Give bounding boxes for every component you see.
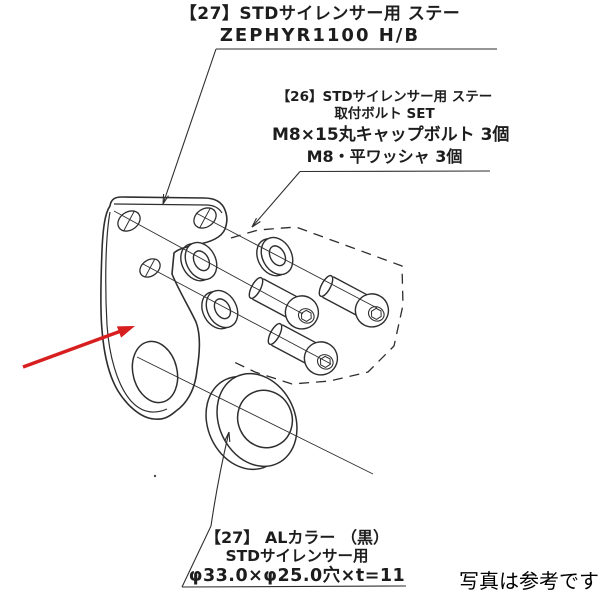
plate-hole-large	[131, 340, 179, 404]
collar-label: 【27】 ALカラー （黒） STDサイレンサー用 φ33.0×φ25.0穴×t…	[180, 528, 414, 586]
bolt-set-dashed-boundary	[230, 226, 404, 385]
bolt-set-label-line1: 【26】STDサイレンサー用 ステー	[276, 89, 493, 105]
stay-label-line1: 【27】STDサイレンサー用 ステー	[179, 4, 461, 24]
collar-label-line1: 【27】 ALカラー （黒）	[205, 528, 389, 547]
bolt-set-label-leader	[251, 170, 491, 228]
bolt-set-label-line2: 取付ボルト SET	[334, 106, 435, 122]
collar-label-line3: φ33.0×φ25.0穴×t=11	[188, 566, 406, 586]
stay-plate-left-thickness-line	[105, 211, 168, 413]
collar-label-line2: STDサイレンサー用	[225, 547, 369, 565]
flat-washer-2	[249, 230, 300, 283]
stay-label-line2: ZEPHYR1100 H/B	[219, 25, 421, 46]
collar-label-leader	[181, 431, 407, 588]
bolt-set-label-line3: M8×15丸キャップボルト 3個	[272, 125, 510, 145]
bolt-set-label-line4: M8・平ワッシャ 3個	[306, 147, 463, 166]
arrowhead-icon	[162, 193, 169, 205]
assembly-axis-lines	[113, 210, 378, 475]
scan-speck	[153, 474, 157, 478]
red-arrowhead-icon	[116, 326, 135, 338]
stay-label-leader	[162, 48, 497, 205]
cap-bolt-2	[313, 268, 395, 334]
arrowhead-icon	[251, 217, 261, 228]
arrowhead-icon	[224, 431, 231, 443]
bolt-set-label: 【26】STDサイレンサー用 ステー 取付ボルト SET M8×15丸キャップボ…	[272, 89, 510, 167]
red-pointer-arrow	[22, 326, 135, 369]
flat-washer-3	[194, 283, 245, 336]
reference-note: 写真は参考です	[459, 569, 599, 593]
al-collar-ring	[205, 372, 298, 471]
stay-plate-top-thickness-line	[113, 203, 223, 214]
stay-label: 【27】STDサイレンサー用 ステー ZEPHYR1100 H/B	[175, 3, 465, 46]
